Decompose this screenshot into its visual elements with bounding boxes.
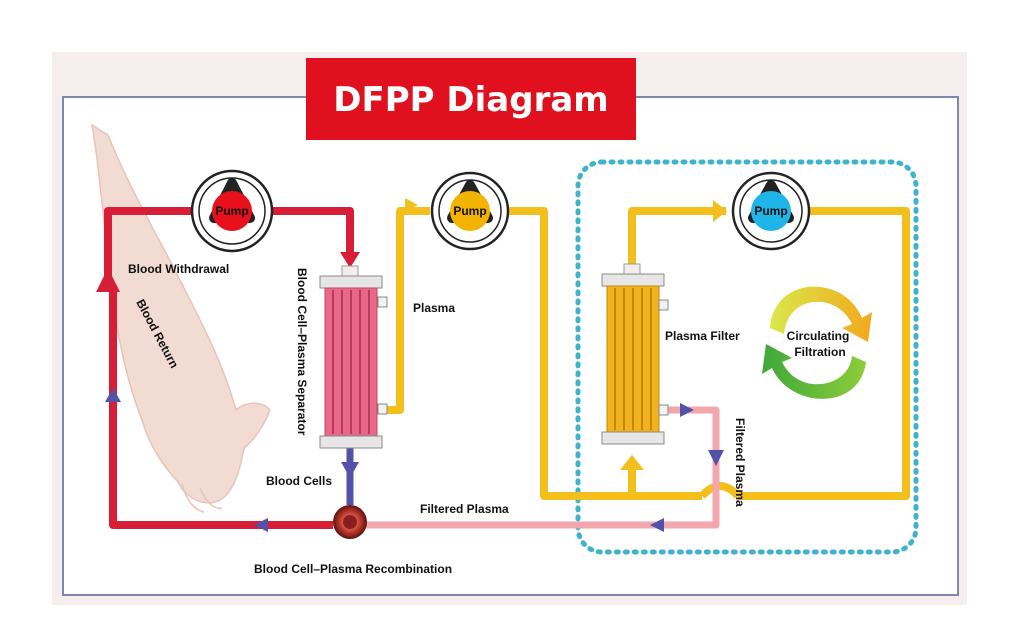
separator-port-bottom — [377, 403, 388, 415]
circulation-line-top — [628, 207, 726, 272]
circulating-filtration-frame — [575, 159, 919, 555]
pump-2: Pump — [430, 171, 510, 251]
filter-top-plate — [601, 273, 665, 287]
label-circulating: Circulating — [787, 329, 850, 343]
label-filtered-plasma-horizontal: Filtered Plasma — [420, 502, 509, 516]
recombination-core — [343, 515, 357, 529]
filter-port-top — [658, 299, 669, 311]
label-separator: Blood Cell–Plasma Separator — [295, 268, 309, 436]
pump-3-head — [751, 191, 791, 231]
label-blood-withdrawal: Blood Withdrawal — [128, 262, 229, 276]
pump-3-ring — [739, 179, 803, 243]
arrow-filtered-down — [708, 450, 724, 466]
separator-port-top — [377, 296, 388, 308]
circulation-line-right — [738, 207, 910, 500]
arrow-filtered-right — [680, 403, 694, 417]
plasma-arrowhead — [405, 198, 418, 211]
filter-bottom-plate — [601, 431, 665, 445]
label-recombination: Blood Cell–Plasma Recombination — [254, 562, 452, 576]
pump-1: Pump — [190, 169, 274, 253]
plasma-line-pump-to-filter — [490, 207, 702, 500]
flow-arrows — [105, 388, 724, 532]
label-filtration: Filtration — [794, 345, 845, 359]
pump-2-head — [450, 191, 490, 231]
arrow-filtered-left-2 — [650, 518, 664, 532]
circulation-line-bridge — [699, 482, 741, 499]
arrow-return-up — [105, 388, 121, 402]
circulation-arrowhead — [713, 200, 727, 222]
pump-1-ring — [198, 177, 266, 245]
filter-port-bottom — [658, 404, 669, 416]
separator-top-plate — [319, 275, 383, 289]
pump-2-label: Pump — [453, 204, 486, 218]
pump-1-head — [212, 191, 252, 231]
pump-3: Pump — [731, 171, 811, 251]
label-filtered-plasma-vertical: Filtered Plasma — [733, 418, 747, 507]
plasma-line-to-pump — [387, 207, 430, 414]
plasma-filter — [601, 263, 669, 445]
diagram-title: DFPP Diagram — [333, 80, 608, 120]
pump-1-label: Pump — [215, 204, 248, 218]
pump-3-label: Pump — [754, 204, 787, 218]
label-plasma-filter: Plasma Filter — [665, 329, 740, 343]
blood-return-arrowhead — [96, 268, 120, 292]
label-blood-cells: Blood Cells — [266, 474, 332, 488]
arrow-blood-cells-down — [341, 462, 359, 478]
title-banner — [306, 58, 636, 140]
blood-cell-plasma-separator — [319, 265, 388, 449]
label-plasma: Plasma — [413, 301, 455, 315]
plasma-lines — [387, 207, 910, 500]
circulation-cycle-icon — [762, 286, 872, 399]
withdrawal-arrowhead — [340, 252, 360, 268]
separator-bottom-plate — [319, 435, 383, 449]
filter-inlet-arrowhead — [620, 455, 644, 470]
arrow-filtered-left — [254, 518, 268, 532]
